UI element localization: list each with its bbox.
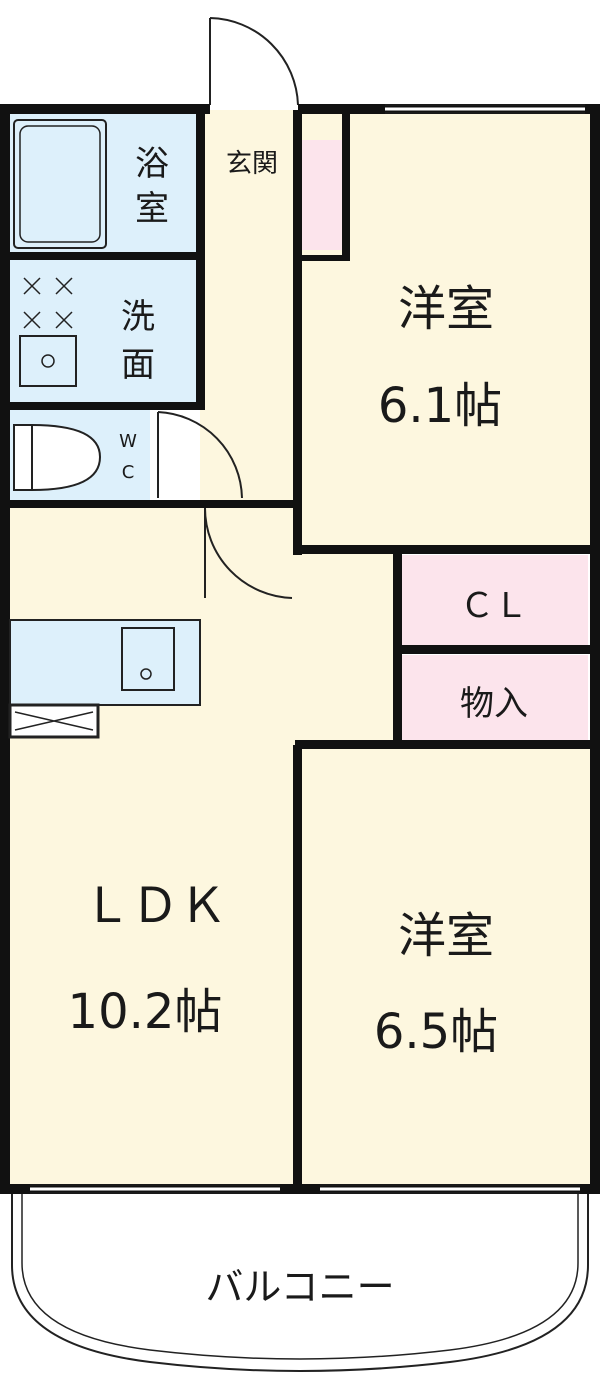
ldk-label: ＬＤＫ bbox=[83, 878, 227, 934]
bathtub bbox=[13, 119, 107, 249]
storage-label: 物入 bbox=[460, 684, 528, 724]
bath-label-line2: 室 bbox=[135, 189, 169, 229]
western-room-1-label: 洋室 bbox=[398, 281, 494, 337]
walls bbox=[0, 104, 600, 1194]
washroom-fill bbox=[10, 260, 200, 405]
closet-label: ＣＬ bbox=[460, 586, 528, 626]
western-room-2-label: 洋室 bbox=[398, 908, 494, 964]
western-room-2-fill bbox=[300, 745, 590, 1190]
hallway-fill bbox=[200, 110, 300, 510]
sink-drain bbox=[140, 668, 152, 680]
toilet bbox=[13, 424, 102, 491]
washroom-label-line2: 面 bbox=[121, 345, 155, 385]
entrance-door-swing bbox=[209, 17, 299, 106]
balcony-inner-outline bbox=[21, 1190, 579, 1360]
windows bbox=[30, 107, 585, 1191]
wash-basin bbox=[19, 335, 77, 387]
kitchen-sink bbox=[121, 627, 175, 691]
basin-drain bbox=[41, 354, 55, 368]
washer-space-outline bbox=[23, 277, 73, 329]
closet-fill bbox=[400, 555, 588, 645]
stove-exhaust-cross bbox=[14, 711, 94, 731]
washroom-label-line1: 洗 bbox=[121, 297, 155, 337]
ldk-size: 10.2帖 bbox=[68, 984, 223, 1040]
wc-door-swing bbox=[157, 411, 243, 499]
window-lines bbox=[30, 104, 585, 1194]
balcony-outline bbox=[11, 1190, 589, 1372]
storage-fill bbox=[400, 655, 588, 745]
shoe-cabinet-fill bbox=[302, 140, 347, 250]
western-room-1-size: 6.1帖 bbox=[378, 378, 502, 434]
western-room-2-size: 6.5帖 bbox=[374, 1004, 498, 1060]
wc-label-line2: C bbox=[122, 462, 135, 483]
bath-label-line1: 浴 bbox=[135, 144, 169, 184]
kitchen-counter bbox=[9, 619, 201, 706]
wc-label-line1: W bbox=[119, 431, 137, 452]
entrance-label: 玄関 bbox=[226, 149, 278, 179]
bathtub-inner bbox=[19, 125, 101, 243]
balcony-label: バルコニー bbox=[205, 1265, 394, 1309]
ldk-door-swing bbox=[204, 507, 293, 599]
kitchen-counter-fill bbox=[10, 620, 200, 705]
